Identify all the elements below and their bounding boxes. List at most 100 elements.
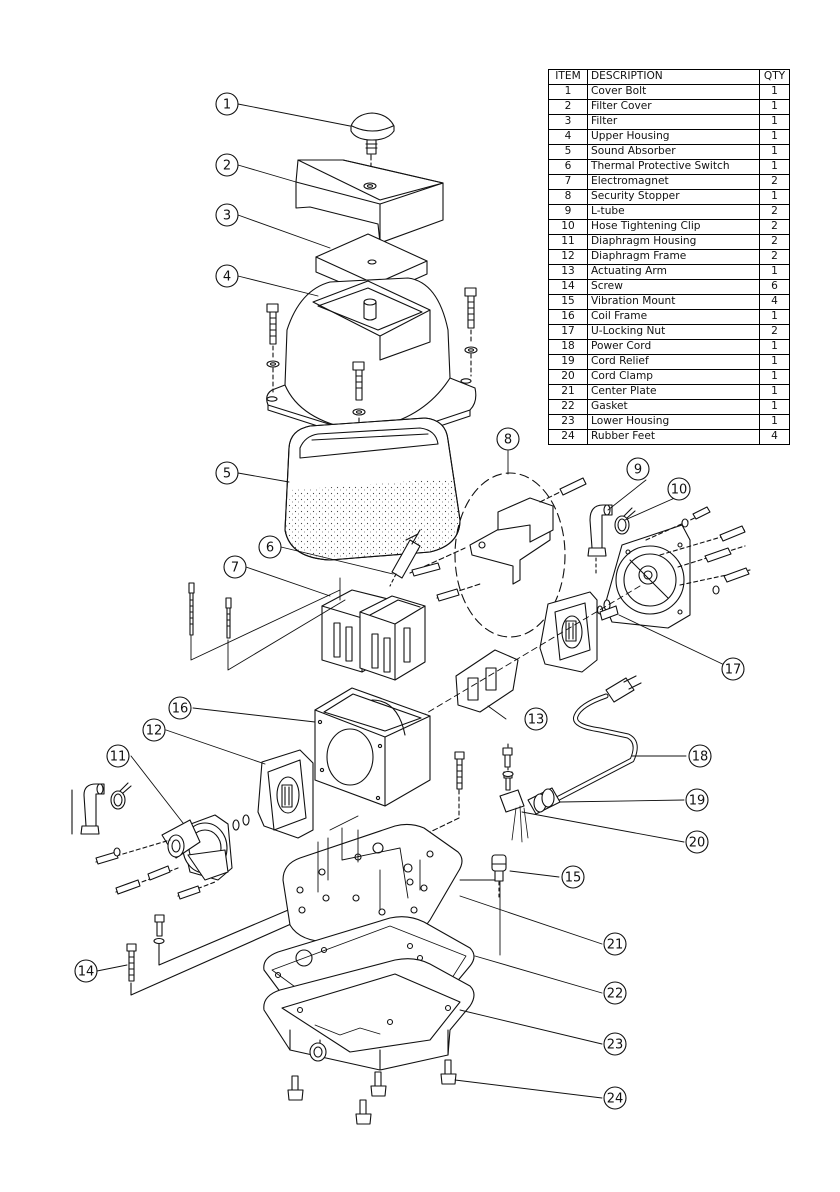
callout-19: 19 [685,788,709,812]
cell-description: Filter Cover [587,99,760,115]
callout-bubbles: 1 2 3 4 5 6 7 8 9 10 11 12 13 14 15 16 1… [74,92,745,1110]
cell-qty: 1 [759,264,790,280]
cell-qty: 2 [759,324,790,340]
center-plate-screws [126,751,465,996]
upper-housing [266,277,477,447]
cell-item: 16 [548,309,588,325]
filter-cover [295,159,444,244]
cell-description: Diaphragm Housing [587,234,760,250]
cord-clamp [499,743,529,843]
cell-description: Electromagnet [587,174,760,190]
svg-text:14: 14 [78,965,95,980]
center-plate [282,815,501,956]
cell-item: 24 [548,429,588,445]
svg-text:7: 7 [231,561,239,576]
callout-2: 2 [215,153,239,177]
svg-text:8: 8 [504,433,512,448]
cell-qty: 1 [759,84,790,100]
cell-description: Lower Housing [587,414,760,430]
callout-12: 12 [142,718,166,742]
svg-text:18: 18 [692,750,709,765]
svg-text:3: 3 [223,209,231,224]
cell-item: 9 [548,204,588,220]
cell-qty: 1 [759,129,790,145]
callout-11: 11 [106,744,130,768]
lower-housing [263,958,475,1071]
vibration-mount [491,854,507,901]
cell-qty: 1 [759,369,790,385]
l-tube-left [71,782,132,835]
cell-description: Hose Tightening Clip [587,219,760,235]
callout-3: 3 [215,203,239,227]
svg-text:17: 17 [725,663,742,678]
svg-text:16: 16 [172,702,189,717]
cell-qty: 1 [759,309,790,325]
cell-qty: 2 [759,219,790,235]
callout-18: 18 [688,744,712,768]
cell-item: 7 [548,174,588,190]
callout-14: 14 [74,959,98,983]
callout-24: 24 [603,1086,627,1110]
u-locking-nut [599,605,619,621]
cell-item: 17 [548,324,588,340]
cell-qty: 4 [759,429,790,445]
cell-description: Vibration Mount [587,294,760,310]
svg-text:9: 9 [634,463,642,478]
cell-qty: 1 [759,414,790,430]
cell-item: 21 [548,384,588,400]
callout-23: 23 [603,1032,627,1056]
cell-description: Center Plate [587,384,760,400]
svg-text:19: 19 [689,794,706,809]
cell-item: 18 [548,339,588,355]
cell-item: 12 [548,249,588,265]
cell-item: 5 [548,144,588,160]
cell-description: Coil Frame [587,309,760,325]
cell-item: 15 [548,294,588,310]
cell-description: Cover Bolt [587,84,760,100]
diaphragm-housing-left [95,814,233,900]
cell-qty: 1 [759,354,790,370]
cell-qty: 1 [759,384,790,400]
thermal-protective-switch [389,529,421,587]
cell-qty: 6 [759,279,790,295]
cell-qty: 4 [759,294,790,310]
cell-item: 3 [548,114,588,130]
sound-absorber [284,417,461,561]
svg-text:22: 22 [607,987,624,1002]
cover-bolt [350,112,395,183]
cell-qty: 2 [759,204,790,220]
cell-description: Rubber Feet [587,429,760,445]
callout-21: 21 [603,932,627,956]
callout-17: 17 [721,657,745,681]
cord-relief [527,787,561,815]
callout-7: 7 [223,555,247,579]
svg-text:13: 13 [528,713,545,728]
cell-description: Security Stopper [587,189,760,205]
callout-9: 9 [626,457,650,481]
cell-qty: 1 [759,339,790,355]
cell-item: 19 [548,354,588,370]
cell-description: Diaphragm Frame [587,249,760,265]
cell-item: 10 [548,219,588,235]
svg-text:11: 11 [110,750,127,765]
cell-description: Gasket [587,399,760,415]
cell-qty: 1 [759,99,790,115]
cell-item: 14 [548,279,588,295]
header-item: ITEM [548,69,588,85]
cell-item: 6 [548,159,588,175]
svg-text:4: 4 [223,270,231,285]
